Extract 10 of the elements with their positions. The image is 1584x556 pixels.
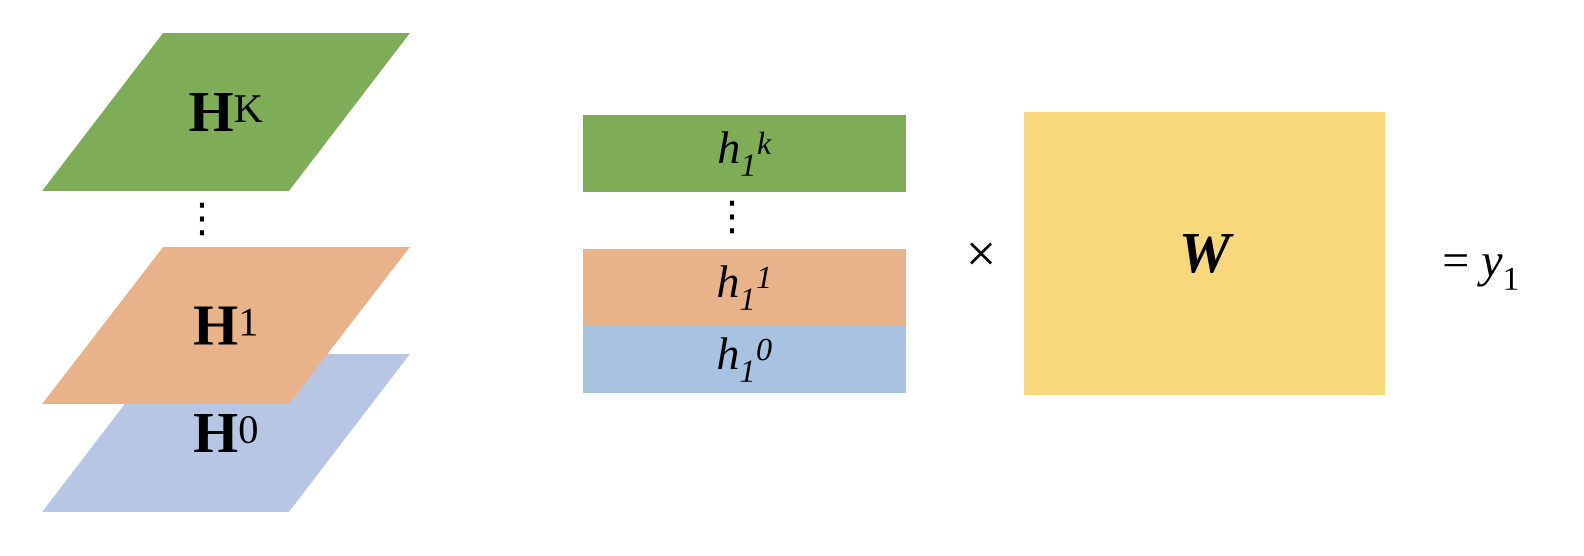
multiplication-sign: × (970, 242, 992, 265)
vertical-ellipsis: ⋮ (199, 202, 205, 236)
matrix-box: W (1024, 112, 1385, 395)
layer-parallelogram: H$^{1}$ (42, 247, 410, 404)
vector-strip: h$_{1}$0 (583, 326, 906, 393)
vertical-ellipsis: ⋮ (729, 200, 735, 234)
vector-strip: h$_{1}$k (583, 115, 906, 192)
equation-text: = y$_{1}$ (1444, 254, 1518, 290)
layer-parallelogram: H$^{K}$ (42, 33, 410, 191)
vector-strip: h$_{1}$1 (583, 249, 906, 326)
